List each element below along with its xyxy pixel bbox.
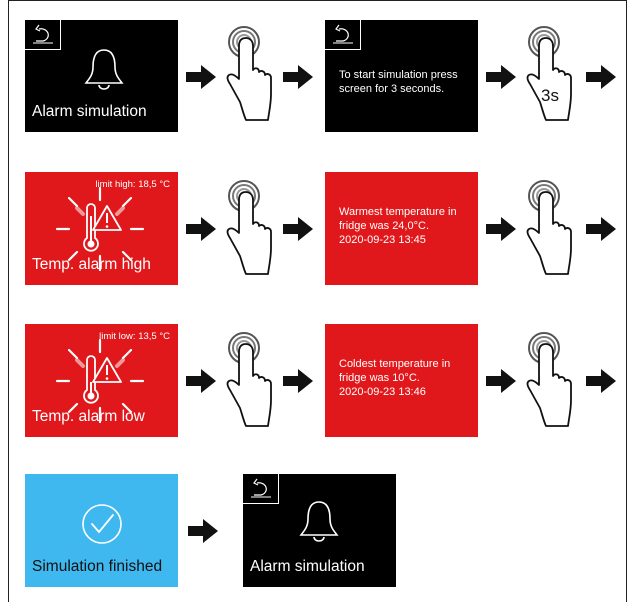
limit-label: limit low: 13,5 °C xyxy=(99,331,170,342)
message-timestamp: 2020-09-23 13:46 xyxy=(339,386,426,398)
thermometer-alarm-icon xyxy=(55,186,145,272)
back-button[interactable] xyxy=(25,20,61,50)
alarm-simulation-screen[interactable]: Alarm simulation xyxy=(25,20,178,132)
tap-hand-icon xyxy=(226,180,272,275)
back-button[interactable] xyxy=(243,474,279,504)
flow-arrow-icon xyxy=(586,217,616,241)
thermometer-alarm-icon xyxy=(55,338,145,424)
message-line: fridge was 24,0°C. xyxy=(339,220,429,232)
flow-arrow-icon xyxy=(486,65,516,89)
temp-alarm-high-screen[interactable]: limit high: 18,5 °C Temp. alarm high xyxy=(25,172,178,285)
message-line: Coldest temperature in xyxy=(339,358,451,370)
long-press-hand: 3s xyxy=(522,24,574,124)
back-arrow-icon xyxy=(251,478,271,498)
flow-arrow-icon xyxy=(486,217,516,241)
flow-arrow-icon xyxy=(186,65,216,89)
flow-arrow-icon xyxy=(283,217,313,241)
back-button[interactable] xyxy=(325,20,361,50)
flow-arrow-icon xyxy=(186,369,216,393)
message-timestamp: 2020-09-23 13:45 xyxy=(339,234,426,246)
flow-arrow-icon xyxy=(283,65,313,89)
tap-hand-icon xyxy=(526,26,572,121)
tap-hand-icon xyxy=(226,332,272,427)
screen-caption: Temp. alarm low xyxy=(32,408,145,425)
instruction-text: To start simulation press screen for 3 s… xyxy=(339,68,478,96)
screen-caption: Simulation finished xyxy=(32,558,163,575)
simulation-finished-screen[interactable]: Simulation finished xyxy=(25,474,178,587)
tap-hand-icon xyxy=(526,180,572,275)
flow-arrow-icon xyxy=(188,519,218,543)
temperature-message: Warmest temperature in fridge was 24,0°C… xyxy=(339,205,478,247)
flow-arrow-icon xyxy=(586,369,616,393)
alarm-simulation-screen[interactable]: Alarm simulation xyxy=(243,474,396,587)
flow-arrow-icon xyxy=(586,65,616,89)
limit-label: limit high: 18,5 °C xyxy=(95,179,170,190)
back-arrow-icon xyxy=(333,24,353,44)
screen-caption: Temp. alarm high xyxy=(32,256,151,273)
bell-icon xyxy=(299,501,339,542)
flow-arrow-icon xyxy=(486,369,516,393)
screen-caption: Alarm simulation xyxy=(250,558,365,575)
tap-hand-icon xyxy=(226,26,272,121)
back-arrow-icon xyxy=(33,24,53,44)
message-line: screen for 3 seconds. xyxy=(339,83,445,95)
bell-icon xyxy=(84,49,124,90)
flow-arrow-icon xyxy=(186,217,216,241)
tap-hand-icon xyxy=(526,332,572,427)
temperature-message: Coldest temperature in fridge was 10°C. … xyxy=(339,357,478,399)
start-instruction-screen[interactable]: To start simulation press screen for 3 s… xyxy=(325,20,478,132)
press-duration-label: 3s xyxy=(541,86,559,105)
message-line: fridge was 10°C. xyxy=(339,372,420,384)
flow-arrow-icon xyxy=(283,369,313,393)
temp-alarm-low-screen[interactable]: limit low: 13,5 °C Temp. alarm low xyxy=(25,324,178,437)
diagram-frame xyxy=(8,0,627,602)
message-line: To start simulation press xyxy=(339,69,458,81)
coldest-temperature-screen[interactable]: Coldest temperature in fridge was 10°C. … xyxy=(325,324,478,437)
warmest-temperature-screen[interactable]: Warmest temperature in fridge was 24,0°C… xyxy=(325,172,478,285)
check-circle-icon xyxy=(82,504,122,544)
message-line: Warmest temperature in xyxy=(339,206,457,218)
screen-caption: Alarm simulation xyxy=(32,103,147,120)
